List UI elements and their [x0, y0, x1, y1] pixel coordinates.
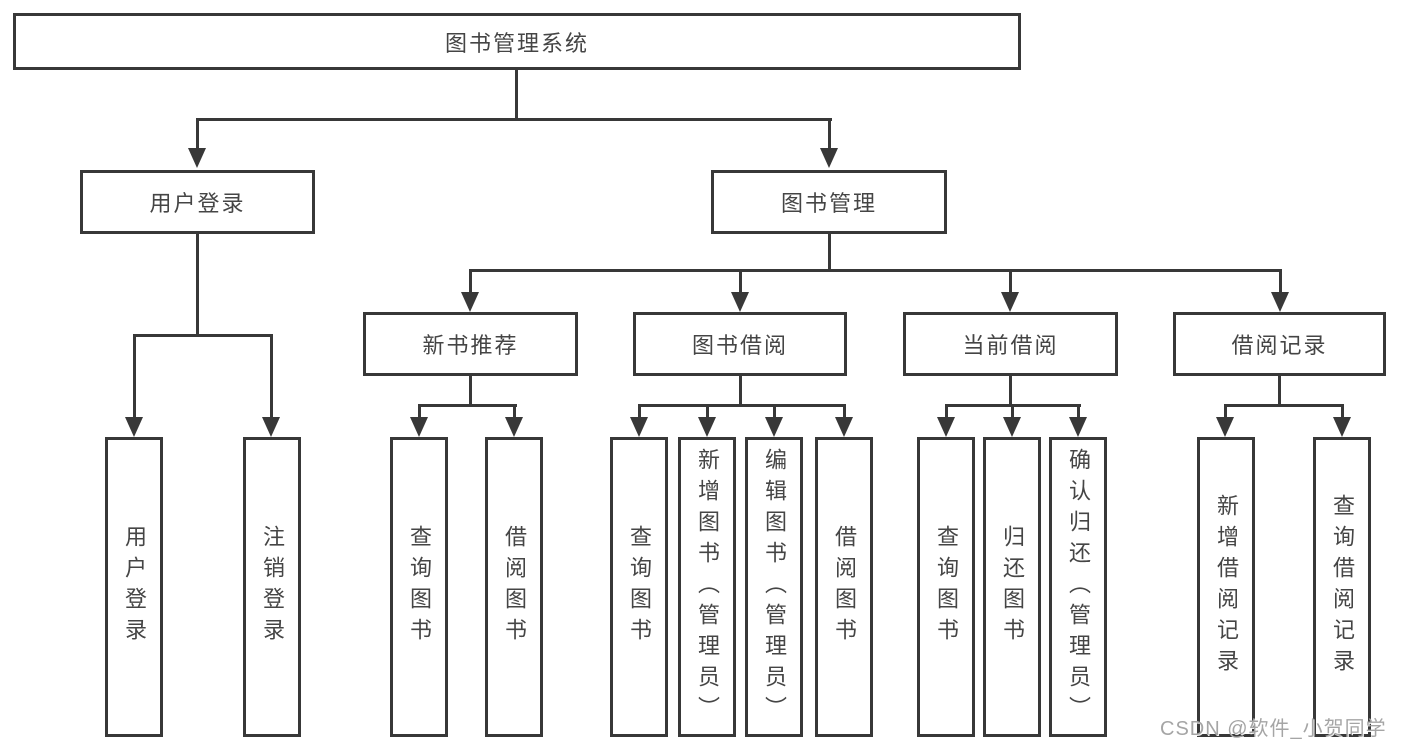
leaf-query-books-borrow: 查询图书: [610, 437, 668, 737]
leaf-confirm-return-admin-label: 确认归还（管理员）: [1066, 447, 1091, 727]
connector-line: [1009, 376, 1012, 407]
node-book-management: 图书管理: [711, 170, 947, 234]
arrow-down-icon: [698, 417, 716, 437]
leaf-user-login-label: 用户登录: [122, 525, 147, 649]
node-book-management-label: 图书管理: [780, 191, 877, 216]
arrow-down-icon: [410, 417, 428, 437]
arrow-down-icon: [820, 148, 838, 168]
connector-line: [1341, 404, 1344, 419]
node-book-borrow: 图书借阅: [633, 312, 847, 376]
leaf-return-books-label: 归还图书: [1000, 525, 1025, 649]
connector-line: [515, 68, 518, 120]
connector-line: [513, 404, 516, 419]
arrow-down-icon: [835, 417, 853, 437]
leaf-edit-books-admin-label: 编辑图书（管理员）: [762, 447, 787, 727]
connector-line: [1077, 404, 1080, 419]
leaf-query-books-borrow-label: 查询图书: [627, 525, 652, 649]
connector-line: [1224, 404, 1344, 407]
node-current-borrow: 当前借阅: [903, 312, 1118, 376]
connector-line: [638, 404, 846, 407]
connector-line: [196, 234, 199, 337]
connector-line: [1011, 404, 1014, 419]
leaf-confirm-return-admin: 确认归还（管理员）: [1049, 437, 1107, 737]
leaf-return-books: 归还图书: [983, 437, 1041, 737]
connector-line: [418, 404, 517, 407]
leaf-query-books-current-label: 查询图书: [934, 525, 959, 649]
connector-line: [196, 118, 832, 121]
leaf-borrow-books-recommend: 借阅图书: [485, 437, 543, 737]
leaf-add-borrow-record: 新增借阅记录: [1197, 437, 1255, 737]
arrow-down-icon: [630, 417, 648, 437]
arrow-down-icon: [125, 417, 143, 437]
node-borrow-records: 借阅记录: [1173, 312, 1386, 376]
node-new-book-recommend-label: 新书推荐: [422, 333, 519, 358]
node-current-borrow-label: 当前借阅: [962, 333, 1059, 358]
node-library-system-label: 图书管理系统: [444, 30, 589, 56]
node-borrow-records-label: 借阅记录: [1231, 333, 1328, 358]
connector-line: [1278, 376, 1281, 407]
connector-line: [739, 269, 742, 294]
leaf-query-books-recommend-label: 查询图书: [407, 525, 432, 649]
connector-line: [706, 404, 709, 419]
arrow-down-icon: [1001, 292, 1019, 312]
connector-line: [1224, 404, 1227, 419]
arrow-down-icon: [765, 417, 783, 437]
leaf-user-login: 用户登录: [105, 437, 163, 737]
leaf-edit-books-admin: 编辑图书（管理员）: [745, 437, 803, 737]
node-book-borrow-label: 图书借阅: [691, 333, 788, 358]
node-library-system: 图书管理系统: [13, 13, 1021, 70]
connector-line: [133, 334, 136, 419]
connector-line: [828, 118, 831, 150]
leaf-query-borrow-record-label: 查询借阅记录: [1330, 494, 1355, 680]
leaf-logout: 注销登录: [243, 437, 301, 737]
arrow-down-icon: [188, 148, 206, 168]
connector-line: [1009, 269, 1012, 294]
arrow-down-icon: [1216, 417, 1234, 437]
leaf-query-borrow-record: 查询借阅记录: [1313, 437, 1371, 737]
arrow-down-icon: [262, 417, 280, 437]
arrow-down-icon: [505, 417, 523, 437]
arrow-down-icon: [731, 292, 749, 312]
leaf-logout-label: 注销登录: [260, 525, 285, 649]
connector-line: [739, 376, 742, 407]
connector-line: [469, 269, 1282, 272]
watermark: CSDN @软件_小贺同学: [1160, 718, 1387, 740]
leaf-query-books-recommend: 查询图书: [390, 437, 448, 737]
connector-line: [1279, 269, 1282, 294]
node-user-login-label: 用户登录: [149, 191, 246, 216]
leaf-borrow-books-recommend-label: 借阅图书: [502, 525, 527, 649]
arrow-down-icon: [461, 292, 479, 312]
node-user-login: 用户登录: [80, 170, 315, 234]
arrow-down-icon: [1333, 417, 1351, 437]
connector-line: [270, 334, 273, 419]
connector-line: [843, 404, 846, 419]
connector-line: [945, 404, 948, 419]
leaf-query-books-current: 查询图书: [917, 437, 975, 737]
connector-line: [638, 404, 641, 419]
connector-line: [469, 269, 472, 294]
arrow-down-icon: [1069, 417, 1087, 437]
connector-line: [196, 118, 199, 150]
connector-line: [133, 334, 273, 337]
leaf-add-books-admin: 新增图书（管理员）: [678, 437, 736, 737]
connector-line: [773, 404, 776, 419]
leaf-add-books-admin-label: 新增图书（管理员）: [695, 447, 720, 727]
connector-line: [469, 376, 472, 407]
connector-line: [828, 234, 831, 272]
leaf-borrow-books: 借阅图书: [815, 437, 873, 737]
node-new-book-recommend: 新书推荐: [363, 312, 578, 376]
arrow-down-icon: [1271, 292, 1289, 312]
arrow-down-icon: [1003, 417, 1021, 437]
connector-line: [418, 404, 421, 419]
leaf-borrow-books-label: 借阅图书: [832, 525, 857, 649]
arrow-down-icon: [937, 417, 955, 437]
leaf-add-borrow-record-label: 新增借阅记录: [1214, 494, 1239, 680]
